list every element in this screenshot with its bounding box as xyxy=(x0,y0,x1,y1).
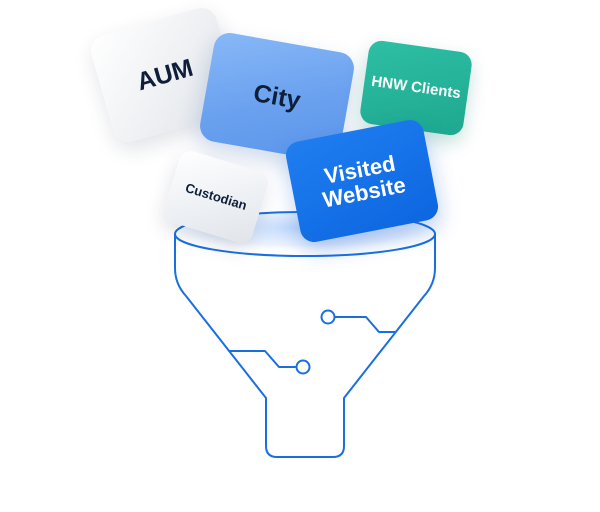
custodian-card-label: Custodian xyxy=(183,180,249,214)
hnw-clients-card-label: HNW Clients xyxy=(370,72,462,103)
circuit-node-icon xyxy=(295,359,311,375)
circuit-trace-left xyxy=(228,350,296,368)
city-card-label: City xyxy=(251,78,303,115)
funnel-body xyxy=(174,233,436,458)
circuit-node-icon xyxy=(320,309,336,325)
visited-website-card-label: Visited Website xyxy=(320,150,408,213)
circuit-trace-right xyxy=(334,316,396,333)
aum-card-label: AUM xyxy=(133,53,197,97)
